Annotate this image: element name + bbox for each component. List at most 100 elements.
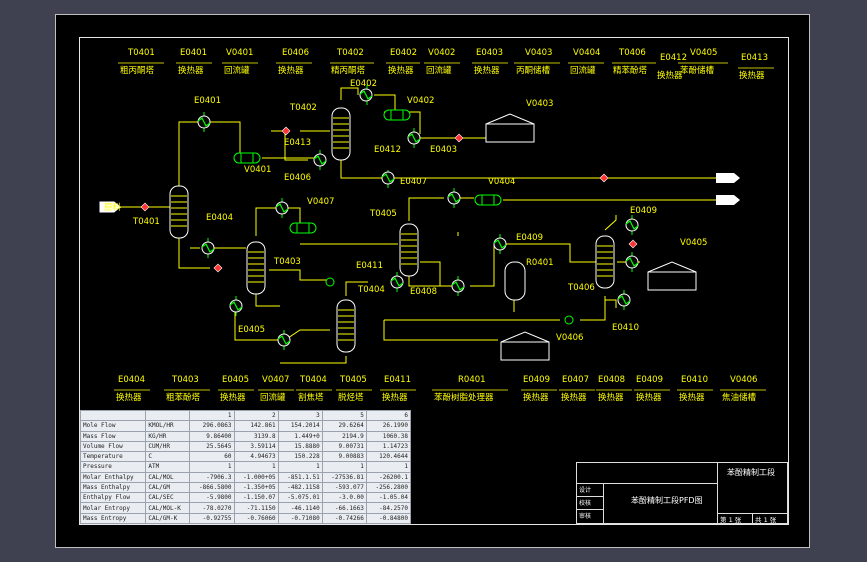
tag-t0402: T0402 bbox=[289, 103, 317, 113]
label-tag: T0406 bbox=[618, 48, 646, 58]
table-cell: 1 bbox=[189, 461, 235, 473]
table-cell: 2 bbox=[233, 409, 279, 422]
label-tag: E0409 bbox=[523, 375, 550, 385]
exchanger-e0413 bbox=[313, 153, 327, 167]
sheet-number: 第 1 张 bbox=[720, 516, 742, 524]
label-name: 换热器 bbox=[561, 392, 587, 403]
diagram-tags: 原料 E0401 T0402 E0402 V0402 V0403 E0413 V… bbox=[104, 79, 707, 343]
drum-v0404 bbox=[474, 194, 502, 206]
table-cell: -593.077 bbox=[321, 481, 367, 494]
table-cell: 26.1990 bbox=[365, 420, 412, 432]
table-cell bbox=[79, 409, 147, 422]
label-name: 换热器 bbox=[523, 392, 549, 403]
tag-e0404: E0404 bbox=[206, 213, 233, 223]
tag-e0403: E0403 bbox=[430, 145, 457, 155]
label-name: 精丙酮塔 bbox=[331, 65, 366, 76]
table-cell: -26200.1 bbox=[365, 471, 412, 483]
column-t0401 bbox=[169, 185, 189, 239]
exchanger-e0405 bbox=[277, 333, 291, 347]
label-name: 回流罐 bbox=[426, 65, 452, 76]
label-tag: E0405 bbox=[222, 375, 249, 385]
label-name: 脱烃塔 bbox=[338, 392, 364, 403]
label-tag: T0402 bbox=[336, 48, 364, 58]
table-cell: 9.00731 bbox=[321, 440, 367, 453]
sheet-total: 共 1 张 bbox=[755, 516, 777, 524]
column-t0402 bbox=[331, 107, 351, 161]
tag-e0401: E0401 bbox=[194, 96, 221, 106]
label-name: 回流罐 bbox=[260, 392, 286, 403]
utility-lines bbox=[203, 85, 633, 350]
label-name: 丙酮储槽 bbox=[516, 65, 551, 76]
top-label: T0402 精丙酮塔 bbox=[331, 48, 366, 76]
table-cell: CAL/MOL-K bbox=[145, 502, 191, 514]
tag-v0402: V0402 bbox=[407, 96, 434, 106]
table-cell: 120.4644 bbox=[365, 451, 412, 463]
drum-v0402 bbox=[383, 109, 411, 121]
table-cell: 2194.9 bbox=[321, 430, 367, 442]
title-block: 苯酚精制工段 苯酚精制工段PFD图 设计 校核 审核 第 1 张 共 1 张 bbox=[576, 462, 788, 524]
table-cell: 15.8880 bbox=[277, 440, 323, 453]
label-name: 粗丙酮塔 bbox=[120, 65, 155, 76]
tank-v0403 bbox=[485, 113, 535, 143]
label-name: 苯酚树脂处理器 bbox=[434, 392, 494, 403]
table-cell: -1.05.04 bbox=[365, 492, 412, 504]
table-cell: 296.0863 bbox=[189, 420, 235, 432]
label-name: 焦油储槽 bbox=[722, 392, 757, 403]
label-name: 换热器 bbox=[178, 65, 204, 76]
table-cell: 154.2014 bbox=[277, 420, 323, 432]
label-tag: E0406 bbox=[282, 48, 309, 58]
tag-e0402: E0402 bbox=[350, 79, 377, 89]
label-tag: V0401 bbox=[226, 48, 253, 58]
table-cell: CAL/SEC bbox=[145, 492, 191, 504]
table-cell: 4.94673 bbox=[233, 451, 279, 463]
equipment bbox=[99, 88, 740, 361]
valve bbox=[628, 239, 638, 249]
table-cell: 3139.8 bbox=[233, 430, 279, 442]
table-cell: -482.1158 bbox=[277, 481, 323, 494]
table-cell: 150.228 bbox=[277, 451, 323, 463]
table-cell: Volume Flow bbox=[79, 440, 147, 453]
tag-v0401: V0401 bbox=[244, 165, 271, 175]
label-name: 换热器 bbox=[116, 392, 142, 403]
table-cell: -84.2570 bbox=[365, 502, 412, 514]
label-tag: V0404 bbox=[573, 48, 600, 58]
table-cell: 1 bbox=[365, 461, 412, 473]
table-cell: 1 bbox=[233, 461, 279, 473]
table-cell: Molar Entropy bbox=[79, 502, 147, 514]
valve bbox=[140, 202, 150, 212]
table-cell: -71.1150 bbox=[233, 502, 279, 514]
label-name: 苯酚储槽 bbox=[680, 65, 715, 76]
role-design: 设计 bbox=[579, 487, 592, 494]
label-name: 换热器 bbox=[598, 392, 624, 403]
exchanger-e0409 bbox=[493, 237, 507, 251]
tag-e0411: E0411 bbox=[356, 261, 383, 271]
drum-v0407 bbox=[289, 222, 317, 234]
bottom-label: E0409 换热器 bbox=[523, 375, 550, 403]
label-name: 换热器 bbox=[220, 392, 246, 403]
table-cell: -256.2800 bbox=[365, 481, 412, 494]
label-name: 回流罐 bbox=[570, 65, 596, 76]
label-name: 换热器 bbox=[679, 392, 705, 403]
table-cell: Molar Enthalpy bbox=[79, 471, 147, 483]
table-cell: 3 bbox=[277, 409, 323, 422]
